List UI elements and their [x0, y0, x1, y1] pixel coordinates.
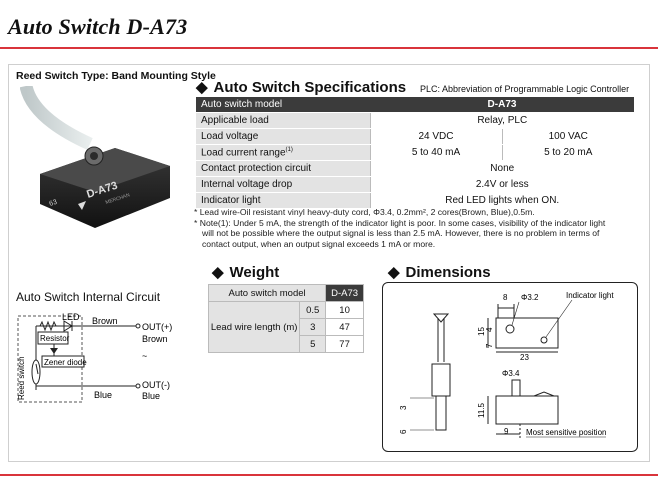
terminal-plus-icon: [135, 323, 141, 329]
note-line: * Note(1): Under 5 mA, the strength of t…: [194, 217, 606, 228]
spec-value: None: [369, 160, 634, 177]
note-line: * Lead wire-Oil resistant vinyl heavy-du…: [194, 207, 535, 217]
product-code-label: 63: [48, 199, 58, 208]
mount-hole-icon: [505, 324, 515, 334]
dim-4: 4: [485, 327, 494, 332]
blue-wire-label: Blue: [94, 390, 112, 400]
spec-label: Indicator light: [196, 192, 370, 209]
dimensions-heading: ◆Dimensions: [388, 264, 491, 281]
spec-label: Applicable load: [196, 112, 370, 129]
weight-col-model: Auto switch model: [207, 284, 327, 302]
left-caption: Reed Switch Type: Band Mounting Style: [16, 70, 216, 82]
led-label: LED: [62, 312, 80, 322]
zener-label: Zener diode: [44, 358, 87, 367]
product-photo: D-A73 63 MERCHAN: [20, 86, 170, 228]
diamond-bullet-icon: ◆: [196, 79, 208, 96]
spec-value: Red LED lights when ON.: [369, 192, 634, 209]
spec-label-cell: Load current range(1): [196, 144, 370, 161]
spec-label: Contact protection circuit: [196, 160, 370, 177]
dim-phi32: Φ3.2: [521, 293, 539, 302]
table-row: Auto switch model D-A73: [207, 284, 364, 302]
spec-label: Load current range: [201, 147, 286, 159]
top-divider: [0, 47, 658, 49]
dim-9: 9: [504, 427, 509, 436]
weight-length: 0.5: [299, 301, 327, 319]
indicator-light-label: Indicator light: [566, 291, 614, 300]
dim-7: 7: [485, 343, 494, 348]
brown-wire-label: Brown: [92, 316, 118, 326]
triangle-mark-icon: [78, 201, 86, 210]
diamond-bullet-icon: ◆: [212, 264, 224, 281]
spec-value: D-A73: [370, 97, 634, 113]
spec-value: 5 to 20 mA: [501, 144, 634, 161]
note-line: contact output, when an output signal ex…: [202, 238, 436, 249]
spec-label: Internal voltage drop: [196, 176, 370, 193]
weight-heading: ◆Weight: [212, 264, 280, 281]
spec-value: 5 to 40 mA: [369, 144, 502, 161]
terminal-minus-icon: [135, 383, 141, 389]
spec-notes: * Lead wire-Oil resistant vinyl heavy-du…: [194, 207, 640, 249]
weight-length: 3: [299, 318, 327, 336]
dim-3: 3: [399, 405, 408, 410]
table-row: 5 77: [209, 335, 364, 353]
spec-value: Relay, PLC: [369, 112, 634, 129]
weight-value: 77: [325, 335, 364, 353]
table-row: Load current range(1) 5 to 40 mA 5 to 20…: [196, 144, 634, 161]
spec-label: Auto switch model: [196, 97, 370, 113]
dim-15: 15: [477, 327, 486, 336]
diamond-bullet-icon: ◆: [388, 264, 400, 281]
spec-value: 2.4V or less: [369, 176, 634, 193]
weight-value: 10: [325, 301, 364, 319]
note-line: will not be possible where the output si…: [202, 228, 600, 238]
ac-tilde: ~: [142, 351, 147, 361]
plc-note: PLC: Abbreviation of Programmable Logic …: [420, 84, 630, 94]
out-minus-label: OUT(-): [142, 380, 170, 390]
dim-8: 8: [503, 293, 508, 302]
weight-row-label: Lead wire length (m): [207, 301, 301, 353]
dim-6: 6: [399, 429, 408, 434]
dim-23: 23: [520, 353, 529, 362]
weight-table: Auto switch model D-A73 Lead wire length…: [207, 284, 364, 353]
dimensions-box: [382, 282, 638, 452]
dimension-drawing: 8 Φ3.2 Indicator light 15 4 7 23 3 6 Φ3.…: [399, 291, 614, 440]
table-row: Indicator light Red LED lights when ON.: [196, 192, 634, 209]
out-plus-color: Brown: [142, 334, 168, 344]
indicator-light-icon: [540, 336, 548, 344]
table-row: Internal voltage drop 2.4V or less: [196, 176, 634, 193]
weight-length: 5: [299, 335, 327, 353]
spec-value: 100 VAC: [501, 128, 634, 145]
circuit-diagram: LED Resistor Zener diode Reed switch Bro…: [17, 312, 172, 403]
dim-phi34: Φ3.4: [502, 369, 520, 378]
footnote-mark: (1): [285, 146, 293, 153]
out-minus-color: Blue: [142, 391, 160, 401]
spec-value: 24 VDC: [369, 128, 502, 145]
out-plus-label: OUT(+): [142, 322, 172, 332]
spec-label: Load voltage: [196, 128, 370, 145]
dim-115: 11.5: [477, 402, 486, 418]
most-sensitive-label: Most sensitive position: [526, 428, 606, 437]
table-row: Load voltage 24 VDC 100 VAC: [196, 128, 634, 145]
specs-table: Auto switch model D-A73 Applicable load …: [196, 97, 634, 209]
weight-value: 47: [325, 318, 364, 336]
page-title: Auto Switch D-A73: [8, 14, 188, 39]
table-row: Auto switch model D-A73: [196, 97, 634, 113]
bottom-divider: [0, 474, 658, 476]
resistor-label: Resistor: [40, 334, 70, 343]
table-row: Lead wire length (m) 0.5 10: [207, 301, 364, 353]
weight-col-value: D-A73: [325, 284, 364, 302]
table-row: Applicable load Relay, PLC: [196, 112, 634, 129]
content-frame: [8, 64, 650, 462]
circuit-heading: Auto Switch Internal Circuit: [16, 290, 161, 304]
specs-heading: ◆Auto Switch Specifications: [196, 79, 407, 96]
table-row: Contact protection circuit None: [196, 160, 634, 177]
reed-label: Reed switch: [17, 356, 26, 400]
